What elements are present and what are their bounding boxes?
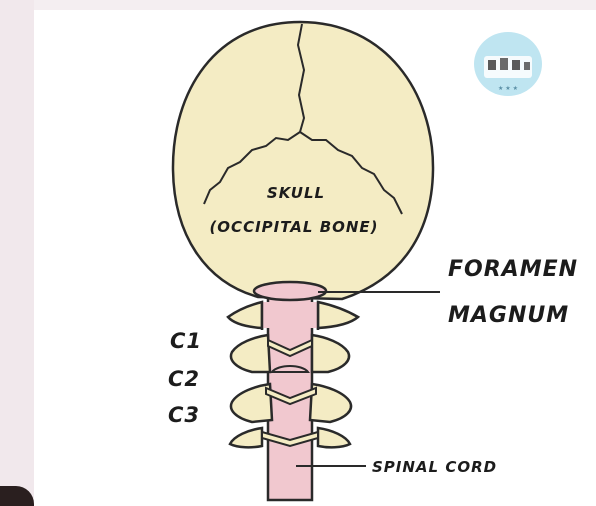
vertebra-c1 bbox=[228, 302, 358, 330]
svg-text:★ ★ ★: ★ ★ ★ bbox=[498, 85, 518, 92]
foramen-magnum-label-1: FORAMEN bbox=[448, 257, 578, 282]
foramen-magnum-label-2: MAGNUM bbox=[448, 303, 569, 328]
skull-sublabel: (OCCIPITAL BONE) bbox=[209, 218, 378, 236]
skull-label: SKULL bbox=[267, 184, 325, 202]
c2-label: C2 bbox=[168, 367, 200, 391]
c1-label: C1 bbox=[170, 329, 202, 353]
spinal-cord-label: SPINAL CORD bbox=[372, 458, 497, 476]
foramen-magnum-ring bbox=[254, 282, 326, 300]
brand-logo-icon: ★ ★ ★ bbox=[474, 32, 542, 96]
c3-label: C3 bbox=[168, 403, 200, 427]
